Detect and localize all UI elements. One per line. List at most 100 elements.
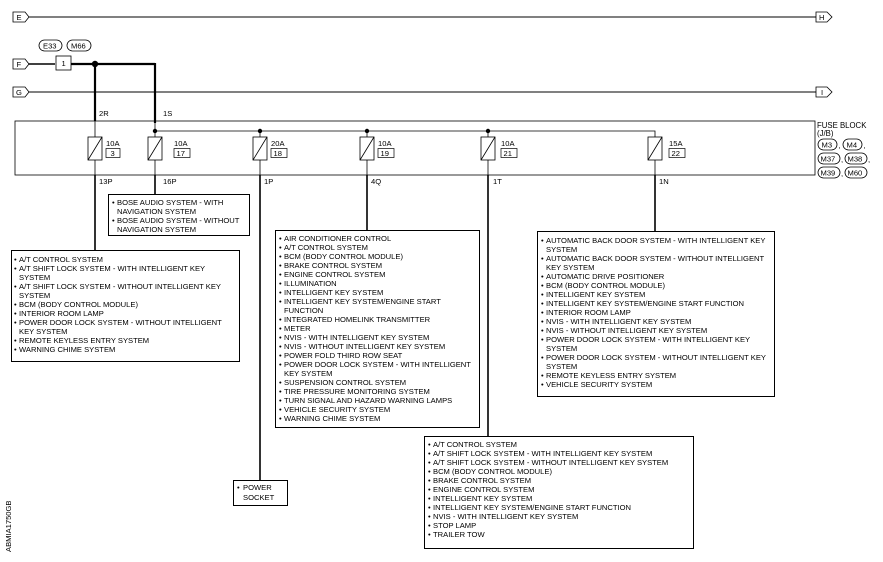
wire-color-2r: 2R <box>99 109 109 118</box>
fuse-17: 10A 17 <box>147 136 191 175</box>
output-terminals: 13P 16P 1P 4Q 1T 1N <box>99 177 669 186</box>
terminal-number: 1 <box>62 59 66 68</box>
load-item: INTELLIGENT KEY SYSTEM/ENGINE START FUNC… <box>279 297 476 315</box>
load-item: A/T CONTROL SYSTEM <box>279 243 476 252</box>
connector-e33-label: E33 <box>43 42 57 51</box>
fuse-block-subtitle: (J/B) <box>817 129 834 138</box>
bus-line-g-i: G I <box>12 86 833 98</box>
fuse-21: 10A 21 <box>480 136 518 175</box>
fuse-3-number: 3 <box>111 149 115 158</box>
bus-line-e-h: E H <box>12 11 833 23</box>
connector-e33 <box>38 39 63 52</box>
off-page-connector-f <box>12 58 30 70</box>
load-item: BCM (BODY CONTROL MODULE) <box>14 300 236 309</box>
fuse-17-amp: 10A <box>174 139 188 148</box>
load-item: POWER DOOR LOCK SYSTEM - WITHOUT INTELLI… <box>14 318 236 336</box>
load-item: POWER DOOR LOCK SYSTEM - WITH INTELLIGEN… <box>279 360 476 378</box>
fuse-19: 10A 19 <box>359 136 395 175</box>
load-item: VEHICLE SECURITY SYSTEM <box>279 405 476 414</box>
off-page-connector-e <box>12 11 30 23</box>
fuse-block-outline <box>14 120 816 176</box>
load-box-bose-audio: BOSE AUDIO SYSTEM - WITH NAVIGATION SYST… <box>108 194 250 236</box>
bose-list: BOSE AUDIO SYSTEM - WITH NAVIGATION SYST… <box>112 198 246 234</box>
load-item: NVIS - WITHOUT INTELLIGENT KEY SYSTEM <box>541 326 771 335</box>
fuse-block-internal-bus <box>94 121 656 137</box>
load-box-fuse-21: A/T CONTROL SYSTEMA/T SHIFT LOCK SYSTEM … <box>424 436 694 549</box>
connector-m66-label: M66 <box>71 42 86 51</box>
load-item: INTEGRATED HOMELINK TRANSMITTER <box>279 315 476 324</box>
fuse-18: 20A 18 <box>252 136 288 175</box>
load-item: AUTOMATIC BACK DOOR SYSTEM - WITH INTELL… <box>541 236 771 254</box>
load-item: INTELLIGENT KEY SYSTEM/ENGINE START FUNC… <box>541 299 771 308</box>
off-page-connector-g <box>12 86 30 98</box>
load-item: A/T SHIFT LOCK SYSTEM - WITHOUT INTELLIG… <box>428 458 690 467</box>
bus-label-e: E <box>17 13 22 22</box>
load-item: INTELLIGENT KEY SYSTEM <box>279 288 476 297</box>
fuse-17-number: 17 <box>177 149 185 158</box>
load-item: BCM (BODY CONTROL MODULE) <box>279 252 476 261</box>
bus-label-i: I <box>821 88 823 97</box>
fuse-18-amp: 20A <box>271 139 285 148</box>
load-item: BRAKE CONTROL SYSTEM <box>428 476 690 485</box>
load-item: TRAILER TOW <box>428 530 690 539</box>
fb-connector-m37: M37 <box>821 155 836 164</box>
off-page-connector-i <box>815 86 833 98</box>
fuse-block-name: FUSE BLOCK <box>817 121 867 130</box>
svg-text:,: , <box>841 169 843 178</box>
load-box-power-socket: POWER SOCKET <box>233 480 288 506</box>
fuse-18-number: 18 <box>274 149 282 158</box>
bus-line-f: F <box>12 58 55 70</box>
fb-connector-m3: M3 <box>822 141 833 150</box>
output-wires <box>94 175 656 481</box>
load-item: POWER DOOR LOCK SYSTEM - WITHOUT INTELLI… <box>541 353 771 371</box>
load-item: METER <box>279 324 476 333</box>
load-item: BOSE AUDIO SYSTEM - WITH NAVIGATION SYST… <box>112 198 246 216</box>
terminal-1t: 1T <box>493 177 502 186</box>
load-item: AIR CONDITIONER CONTROL <box>279 234 476 243</box>
fuse-3-amp: 10A <box>106 139 120 148</box>
load-item: TIRE PRESSURE MONITORING SYSTEM <box>279 387 476 396</box>
splice-point <box>91 60 99 68</box>
fuse-19-amp: 10A <box>378 139 392 148</box>
bus-label-f: F <box>17 60 22 69</box>
load-item: NVIS - WITHOUT INTELLIGENT KEY SYSTEM <box>279 342 476 351</box>
bus-label-g: G <box>16 88 22 97</box>
load-item: A/T CONTROL SYSTEM <box>14 255 236 264</box>
load-item: WARNING CHIME SYSTEM <box>279 414 476 423</box>
load-item: NVIS - WITH INTELLIGENT KEY SYSTEM <box>541 317 771 326</box>
fb-connector-m4: M4 <box>847 141 858 150</box>
fuse-3-load-list: A/T CONTROL SYSTEM A/T SHIFT LOCK SYSTEM … <box>14 255 236 354</box>
wire-color-1s: 1S <box>163 109 172 118</box>
load-box-fuse-22: AUTOMATIC BACK DOOR SYSTEM - WITH INTELL… <box>537 231 775 397</box>
load-item: ENGINE CONTROL SYSTEM <box>428 485 690 494</box>
load-item: INTELLIGENT KEY SYSTEM/ENGINE START FUNC… <box>428 503 690 512</box>
load-item: A/T SHIFT LOCK SYSTEM - WITHOUT INTELLIG… <box>14 282 236 300</box>
load-item: INTERIOR ROOM LAMP <box>541 308 771 317</box>
load-item: AUTOMATIC DRIVE POSITIONER <box>541 272 771 281</box>
fuse-22-number: 22 <box>672 149 680 158</box>
fuse-22-amp: 15A <box>669 139 683 148</box>
fb-connector-m60: M60 <box>848 169 863 178</box>
fuse-22-load-list: AUTOMATIC BACK DOOR SYSTEM - WITH INTELL… <box>541 236 771 389</box>
diagram-id: ABMIA1750GB <box>4 501 13 553</box>
load-item: INTELLIGENT KEY SYSTEM <box>541 290 771 299</box>
feed-wires: 2R 1S <box>71 60 172 123</box>
fuse-21-number: 21 <box>504 149 512 158</box>
terminal-4q: 4Q <box>371 177 381 186</box>
load-item: A/T SHIFT LOCK SYSTEM - WITH INTELLIGENT… <box>428 449 690 458</box>
connector-labels: E33 M66 1 <box>38 39 92 71</box>
load-item: NVIS - WITH INTELLIGENT KEY SYSTEM <box>279 333 476 342</box>
load-item: ENGINE CONTROL SYSTEM <box>279 270 476 279</box>
load-item: A/T CONTROL SYSTEM <box>428 440 690 449</box>
bus-label-h: H <box>819 13 824 22</box>
svg-text:,: , <box>839 141 841 150</box>
svg-text:,: , <box>864 141 866 150</box>
fuse-19-load-list: AIR CONDITIONER CONTROLA/T CONTROL SYSTE… <box>279 234 476 423</box>
load-box-fuse-19: AIR CONDITIONER CONTROLA/T CONTROL SYSTE… <box>275 230 480 428</box>
terminal-16p: 16P <box>163 177 177 186</box>
terminal-1p: 1P <box>264 177 273 186</box>
load-item: BCM (BODY CONTROL MODULE) <box>428 467 690 476</box>
load-item: INTERIOR ROOM LAMP <box>14 309 236 318</box>
load-item: INTELLIGENT KEY SYSTEM <box>428 494 690 503</box>
